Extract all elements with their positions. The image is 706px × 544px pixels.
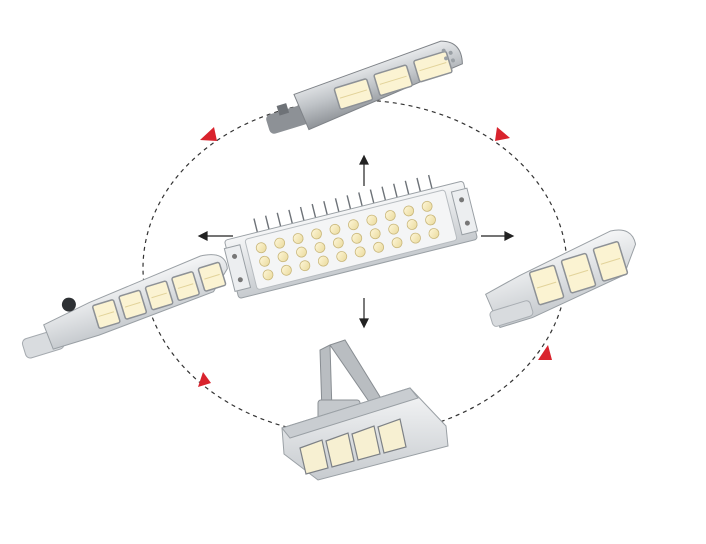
- led-chip: [277, 251, 289, 263]
- light-modules-left: [92, 261, 227, 330]
- led-chip: [351, 232, 363, 244]
- heatsink-fin: [427, 174, 433, 189]
- led-chip: [388, 223, 400, 235]
- led-chip: [262, 269, 274, 281]
- heatsink-fin: [334, 198, 340, 213]
- heatsink-fin: [416, 177, 422, 192]
- led-chip: [332, 237, 344, 249]
- heatsink-fin: [288, 209, 293, 224]
- flood-module: [325, 432, 355, 468]
- led-lens-panel: [244, 189, 458, 290]
- led-chip: [410, 232, 421, 244]
- heatsink-fin: [311, 203, 317, 218]
- heatsink-fin: [299, 206, 305, 221]
- mount-tab-right: [450, 187, 479, 236]
- led-chip: [281, 264, 292, 276]
- led-chip: [336, 251, 348, 262]
- light-modules-top: [333, 50, 453, 110]
- mount-tab-left: [223, 244, 252, 292]
- cycle-arrows: [198, 127, 552, 387]
- arrow-head-right: [538, 345, 552, 360]
- heatsink-fin: [404, 180, 410, 195]
- led-chip: [373, 241, 385, 253]
- flood-module: [351, 425, 381, 461]
- sensor-knob: [61, 297, 76, 312]
- heatsink-fin: [381, 186, 387, 201]
- heatsink-fin: [276, 212, 282, 227]
- heatsink-fin: [264, 215, 270, 230]
- heatsink-fin: [346, 195, 352, 210]
- flood-light-bottom: [281, 339, 449, 481]
- pointer-down-icon: [359, 318, 369, 329]
- led-chip: [311, 228, 322, 240]
- heatsink-fin: [358, 192, 363, 207]
- led-chip: [296, 246, 307, 258]
- led-chip: [299, 260, 311, 272]
- led-chip: [354, 246, 366, 258]
- led-chip: [292, 233, 304, 244]
- led-chip: [384, 210, 396, 221]
- arrow-head-top-left: [200, 127, 217, 141]
- flood-module: [377, 418, 407, 454]
- arrow-head-top-right: [495, 127, 510, 141]
- street-light-left: [21, 254, 228, 359]
- center-pointers: [197, 154, 515, 329]
- led-module-center: [223, 174, 479, 299]
- led-chip: [274, 237, 286, 249]
- heatsink-fin: [323, 201, 328, 215]
- led-chip: [421, 200, 433, 212]
- pointer-right-icon: [504, 231, 515, 241]
- heatsink-fin: [369, 189, 375, 204]
- led-chip: [348, 219, 359, 231]
- street-light-top: [266, 40, 463, 134]
- pointer-left-icon: [197, 231, 208, 241]
- led-chip: [428, 228, 440, 239]
- led-chip: [317, 255, 329, 267]
- light-modules-right: [528, 241, 629, 306]
- heatsink-fins: [253, 174, 433, 233]
- arrow-head-left: [198, 372, 211, 387]
- led-chip: [406, 219, 418, 230]
- flood-module: [299, 439, 329, 475]
- led-chip: [259, 255, 271, 267]
- led-chip: [329, 223, 341, 235]
- heatsink-fin: [253, 218, 259, 233]
- led-chip: [425, 214, 436, 226]
- heatsink-fin: [393, 183, 398, 198]
- street-light-right: [484, 229, 637, 329]
- pointer-up-icon: [359, 154, 369, 165]
- led-array: [255, 200, 440, 281]
- led-chip: [403, 205, 415, 217]
- flood-modules: [299, 418, 407, 475]
- pole-mount-top: [266, 104, 312, 134]
- led-chip: [369, 228, 381, 240]
- led-chip: [255, 242, 267, 254]
- led-chip: [314, 242, 326, 253]
- led-chip: [391, 237, 403, 249]
- led-chip: [366, 214, 378, 226]
